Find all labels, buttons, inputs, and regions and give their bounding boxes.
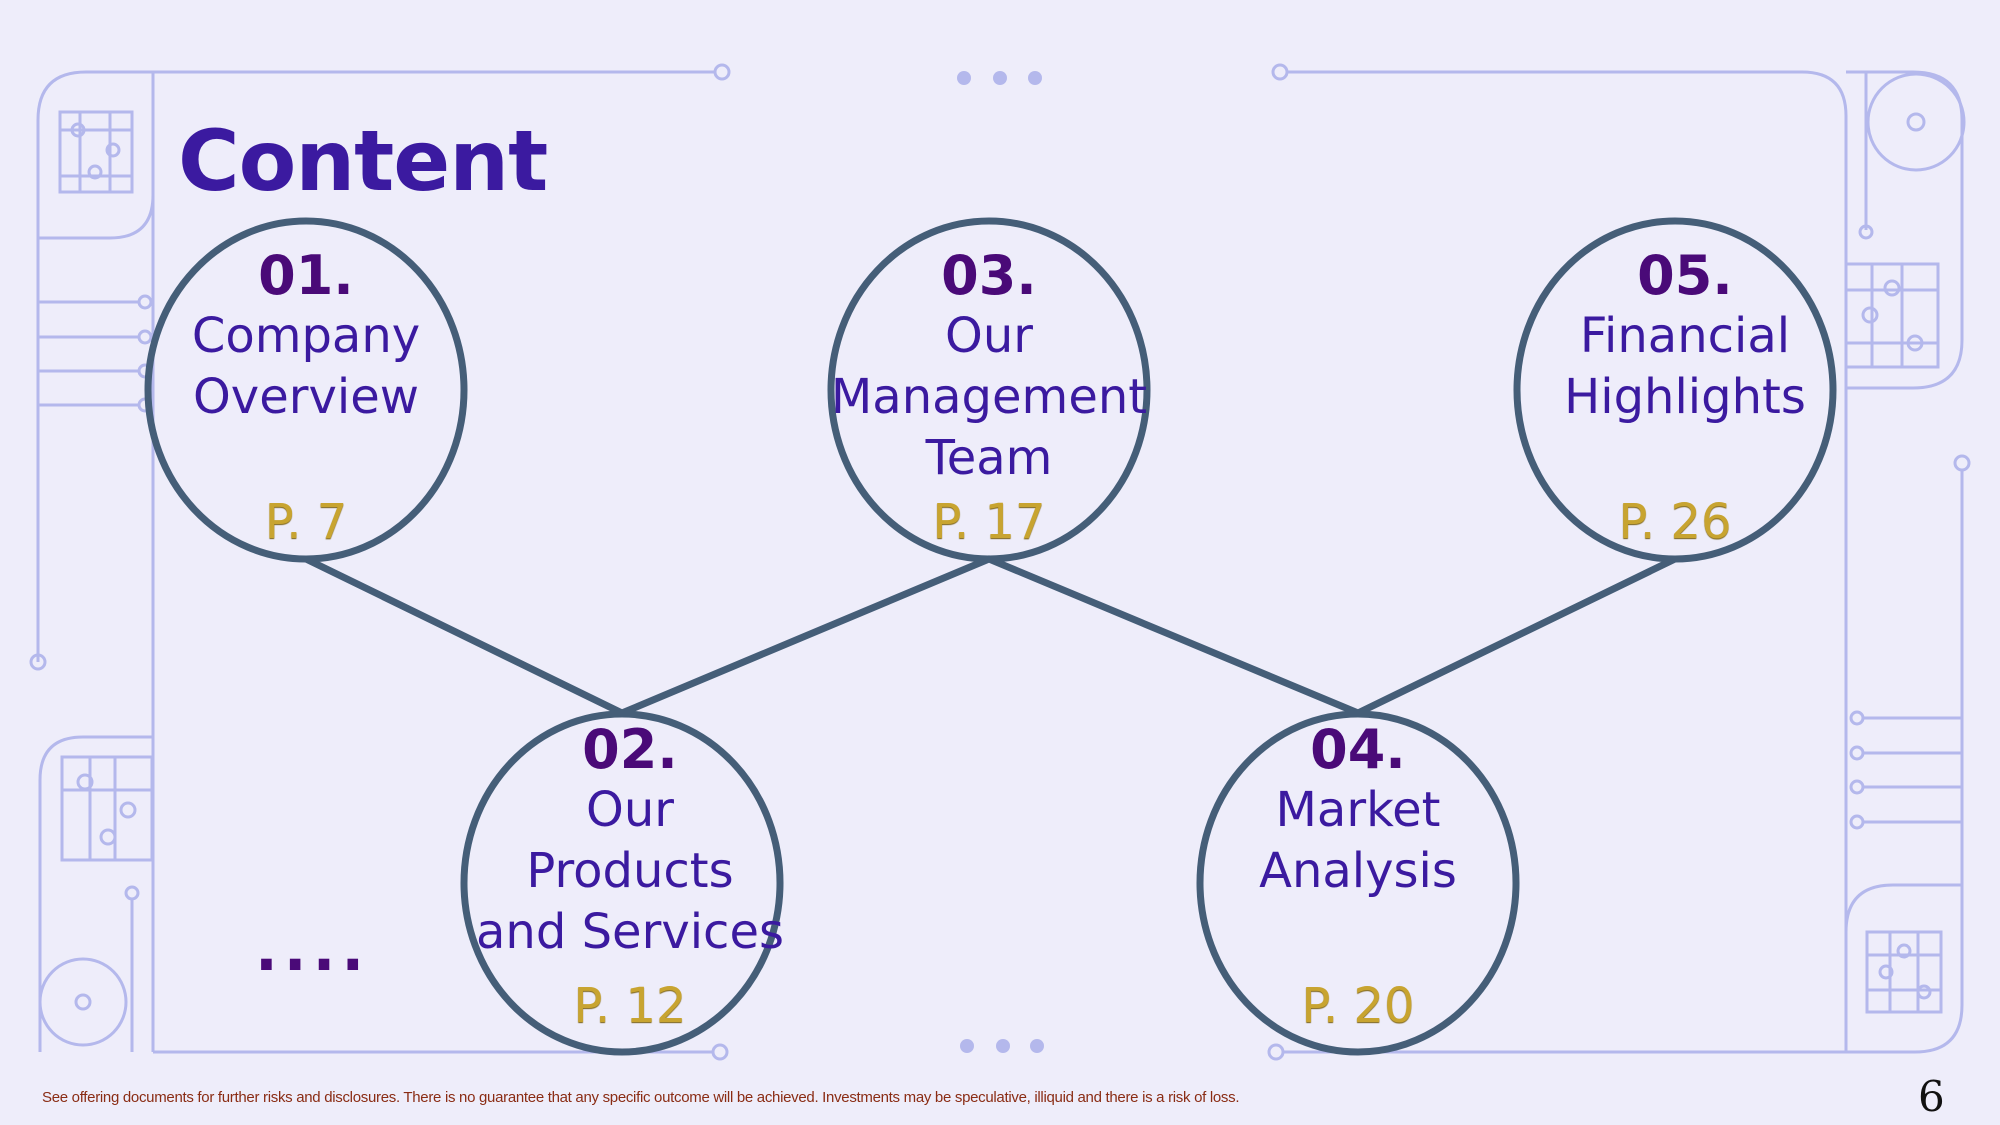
page-title: Content	[178, 112, 548, 210]
page-number: 6	[1918, 1072, 1945, 1121]
circle-03	[827, 217, 1151, 563]
item-label: Products	[526, 843, 734, 899]
circle-04	[1196, 710, 1520, 1056]
dots-decoration	[957, 71, 1044, 1053]
item-label: Overview	[193, 369, 419, 425]
toc-item-products-services[interactable]: 02. Our Products and Services	[470, 720, 790, 963]
item-label: Analysis	[1259, 843, 1457, 899]
item-page: P. 12	[573, 978, 687, 1034]
item-label: Financial	[1579, 308, 1791, 364]
connector-lines	[304, 555, 1677, 717]
ellipsis-decoration: ....	[255, 915, 371, 985]
item-page: P. 26	[1618, 494, 1732, 550]
item-label: Our	[945, 308, 1033, 364]
item-label: and Services	[476, 904, 784, 960]
circle-05	[1513, 217, 1837, 563]
toc-item-company-overview[interactable]: 01. Company Overview	[146, 246, 466, 428]
item-number: 02.	[582, 718, 678, 781]
toc-item-management-team[interactable]: 03. Our Management Team	[829, 246, 1149, 489]
item-number: 01.	[258, 244, 354, 307]
item-label: Market	[1275, 782, 1441, 838]
item-number: 03.	[941, 244, 1037, 307]
circle-02	[460, 710, 784, 1056]
toc-item-market-analysis[interactable]: 04. Market Analysis	[1198, 720, 1518, 902]
item-number: 04.	[1310, 718, 1406, 781]
item-label: Highlights	[1564, 369, 1806, 425]
item-label: Company	[191, 308, 421, 364]
item-number: 05.	[1637, 244, 1733, 307]
item-label: Our	[586, 782, 674, 838]
circle-01	[144, 217, 468, 563]
item-page: P. 17	[932, 494, 1046, 550]
item-page: P. 20	[1301, 978, 1415, 1034]
toc-item-financial-highlights[interactable]: 05. Financial Highlights	[1525, 246, 1845, 428]
item-label: Management	[830, 369, 1148, 425]
disclaimer-footer: See offering documents for further risks…	[42, 1089, 1240, 1106]
item-label: Team	[925, 430, 1053, 486]
item-page: P. 7	[264, 494, 348, 550]
